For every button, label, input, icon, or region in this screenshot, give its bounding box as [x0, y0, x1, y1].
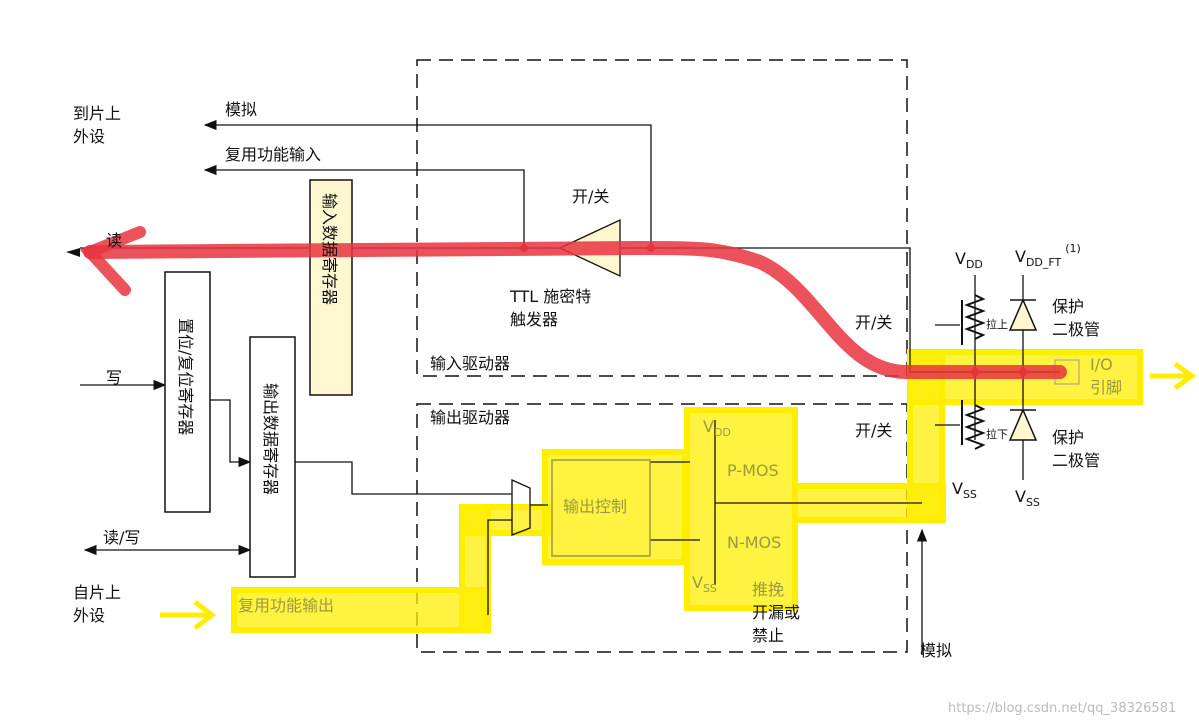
label-io-pin: I/O [1090, 355, 1113, 374]
label-vdd-ft: VDD_FT(1) [1015, 242, 1081, 269]
bsrr-box [164, 271, 211, 513]
label-ttl-2: 触发器 [510, 310, 558, 329]
label-pulldown-onoff: 开/关 [855, 421, 892, 440]
label-output-data-register: 输出数据寄存器 [261, 383, 280, 495]
label-to-peripheral-2: 外设 [73, 127, 105, 146]
label-output-driver: 输出驱动器 [430, 408, 510, 427]
label-from-peripheral-2: 外设 [73, 606, 105, 625]
label-read-write: 读/写 [103, 528, 140, 547]
write-path-arrow-out [1150, 361, 1197, 391]
label-protect-diode-bottom: 保护 [1052, 428, 1084, 447]
label-read: 读 [106, 231, 122, 250]
label-pmos: P-MOS [727, 461, 779, 480]
write-path-highlight [231, 349, 1143, 633]
label-write: 写 [106, 368, 122, 387]
label-analog-input: 模拟 [225, 100, 257, 119]
protect-diode-top-icon [1008, 298, 1038, 331]
input-driver-box [416, 59, 908, 377]
label-from-peripheral: 自片上 [73, 583, 121, 602]
pull-down-resistor-icon [964, 404, 986, 450]
label-mode-open-drain: 开漏或 [752, 603, 800, 622]
write-path-arrow-in [160, 600, 217, 630]
label-nmos: N-MOS [727, 533, 781, 552]
label-schmitt-onoff: 开/关 [572, 187, 609, 206]
output-driver-box [416, 403, 908, 653]
output-data-register-box [249, 336, 296, 578]
label-pullup-onoff: 开/关 [855, 313, 892, 332]
label-mos-vdd: VDD [703, 417, 731, 439]
label-ttl: TTL 施密特 [509, 287, 591, 306]
protect-diode-bottom-icon [1008, 408, 1038, 441]
label-protect-diode-top: 保护 [1052, 297, 1084, 316]
read-path-arrow [79, 226, 146, 296]
label-pull-down: 拉下 [986, 427, 1008, 441]
input-data-register-box [309, 179, 353, 396]
label-pull-up: 拉上 [986, 317, 1008, 331]
label-vss-2: VSS [1015, 487, 1040, 509]
label-output-control: 输出控制 [563, 497, 627, 516]
output-control-box [551, 459, 651, 557]
label-mos-vss: VSS [692, 573, 717, 595]
label-protect-diode-bottom-2: 二极管 [1052, 451, 1100, 470]
label-io-pin-2: 引脚 [1090, 378, 1122, 397]
label-vdd: VDD [955, 249, 983, 271]
read-path-highlight [83, 240, 1067, 379]
label-analog-output: 模拟 [920, 641, 952, 660]
watermark: https://blog.csdn.net/qq_38326581 [948, 701, 1176, 716]
label-mode-push-pull: 推挽 [752, 580, 784, 599]
label-to-peripheral: 到片上 [73, 104, 121, 123]
label-mode-disabled: 禁止 [752, 626, 784, 645]
label-bsrr: 置位/复位寄存器 [176, 318, 195, 435]
label-protect-diode-top-2: 二极管 [1052, 320, 1100, 339]
label-input-driver: 输入驱动器 [430, 354, 510, 373]
pull-up-resistor-icon [964, 294, 986, 340]
label-alt-input: 复用功能输入 [225, 145, 321, 164]
label-alt-output: 复用功能输出 [238, 596, 334, 615]
label-input-data-register: 输入数据寄存器 [320, 193, 339, 305]
label-vss-1: VSS [952, 479, 977, 501]
